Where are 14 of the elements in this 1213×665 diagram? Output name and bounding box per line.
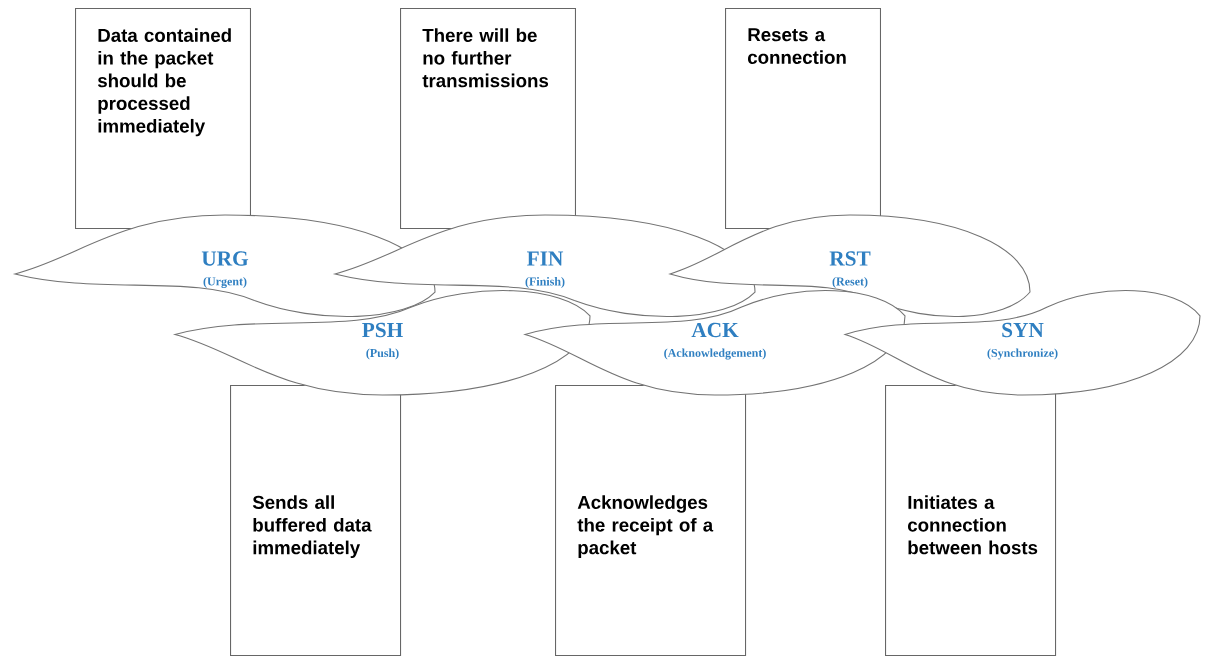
flag-banner: SYN (Synchronize)	[844, 290, 1201, 396]
node-label: SYN	[1002, 322, 1044, 338]
node-label: (Synchronize)	[987, 348, 1058, 360]
description-box: Initiates a connection between hosts	[885, 385, 1057, 657]
description-box: Resets a connection	[725, 8, 881, 230]
flag-banner: PSH (Push)	[174, 290, 591, 396]
description-box: There will be no further transmissions	[400, 8, 576, 230]
flag-banner: FIN (Finish)	[334, 214, 756, 317]
flag-banner: ACK (Acknowledgement)	[524, 290, 906, 396]
description-box: Acknowledges the receipt of a packet	[555, 385, 747, 657]
description-box: Sends all buffered data immediately	[230, 385, 402, 657]
description-box: Data contained in the packet should be processed immediately	[75, 8, 251, 230]
flag-banner: RST (Reset)	[669, 214, 1031, 317]
flag-banner: URG (Urgent)	[14, 214, 436, 317]
